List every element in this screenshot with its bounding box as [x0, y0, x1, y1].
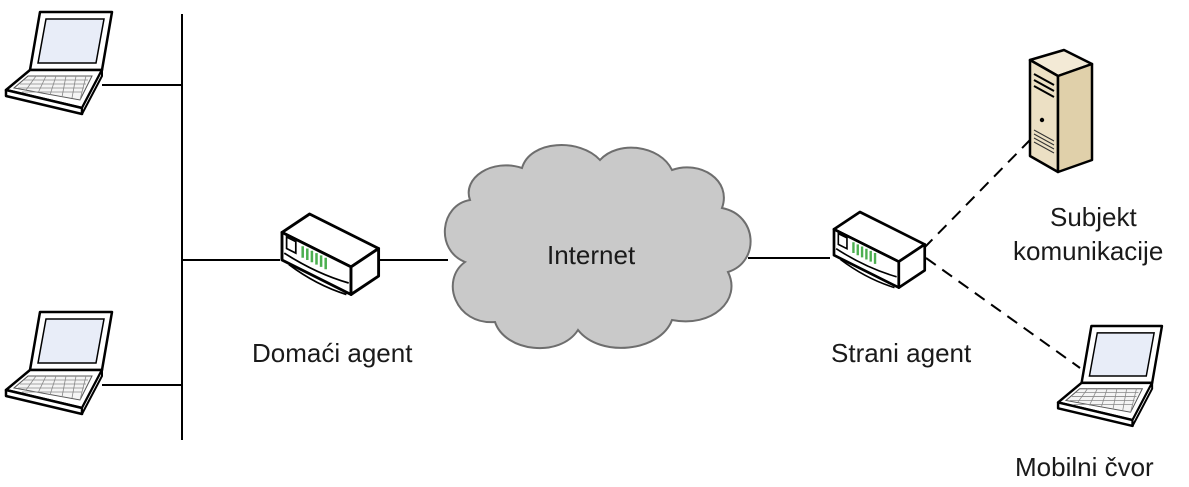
- router-icon: [280, 212, 381, 296]
- router-icon: [832, 210, 927, 289]
- server-icon: [1028, 48, 1094, 174]
- laptop-icon: [4, 10, 114, 116]
- link-foreign-agent-mobile-node: [925, 257, 1081, 369]
- home-agent-label: Domaći agent: [252, 338, 413, 368]
- mobile-node-label: Mobilni čvor: [1015, 452, 1154, 482]
- correspondent-label-line1: Subjekt: [1050, 202, 1137, 232]
- laptop-icon: [4, 310, 114, 416]
- correspondent-label-line2: komunikacije: [1013, 236, 1164, 266]
- laptop-icon: [1056, 324, 1164, 428]
- cloud-label: Internet: [547, 240, 636, 270]
- link-foreign-agent-correspondent: [923, 139, 1031, 249]
- foreign-agent-label: Strani agent: [831, 338, 972, 368]
